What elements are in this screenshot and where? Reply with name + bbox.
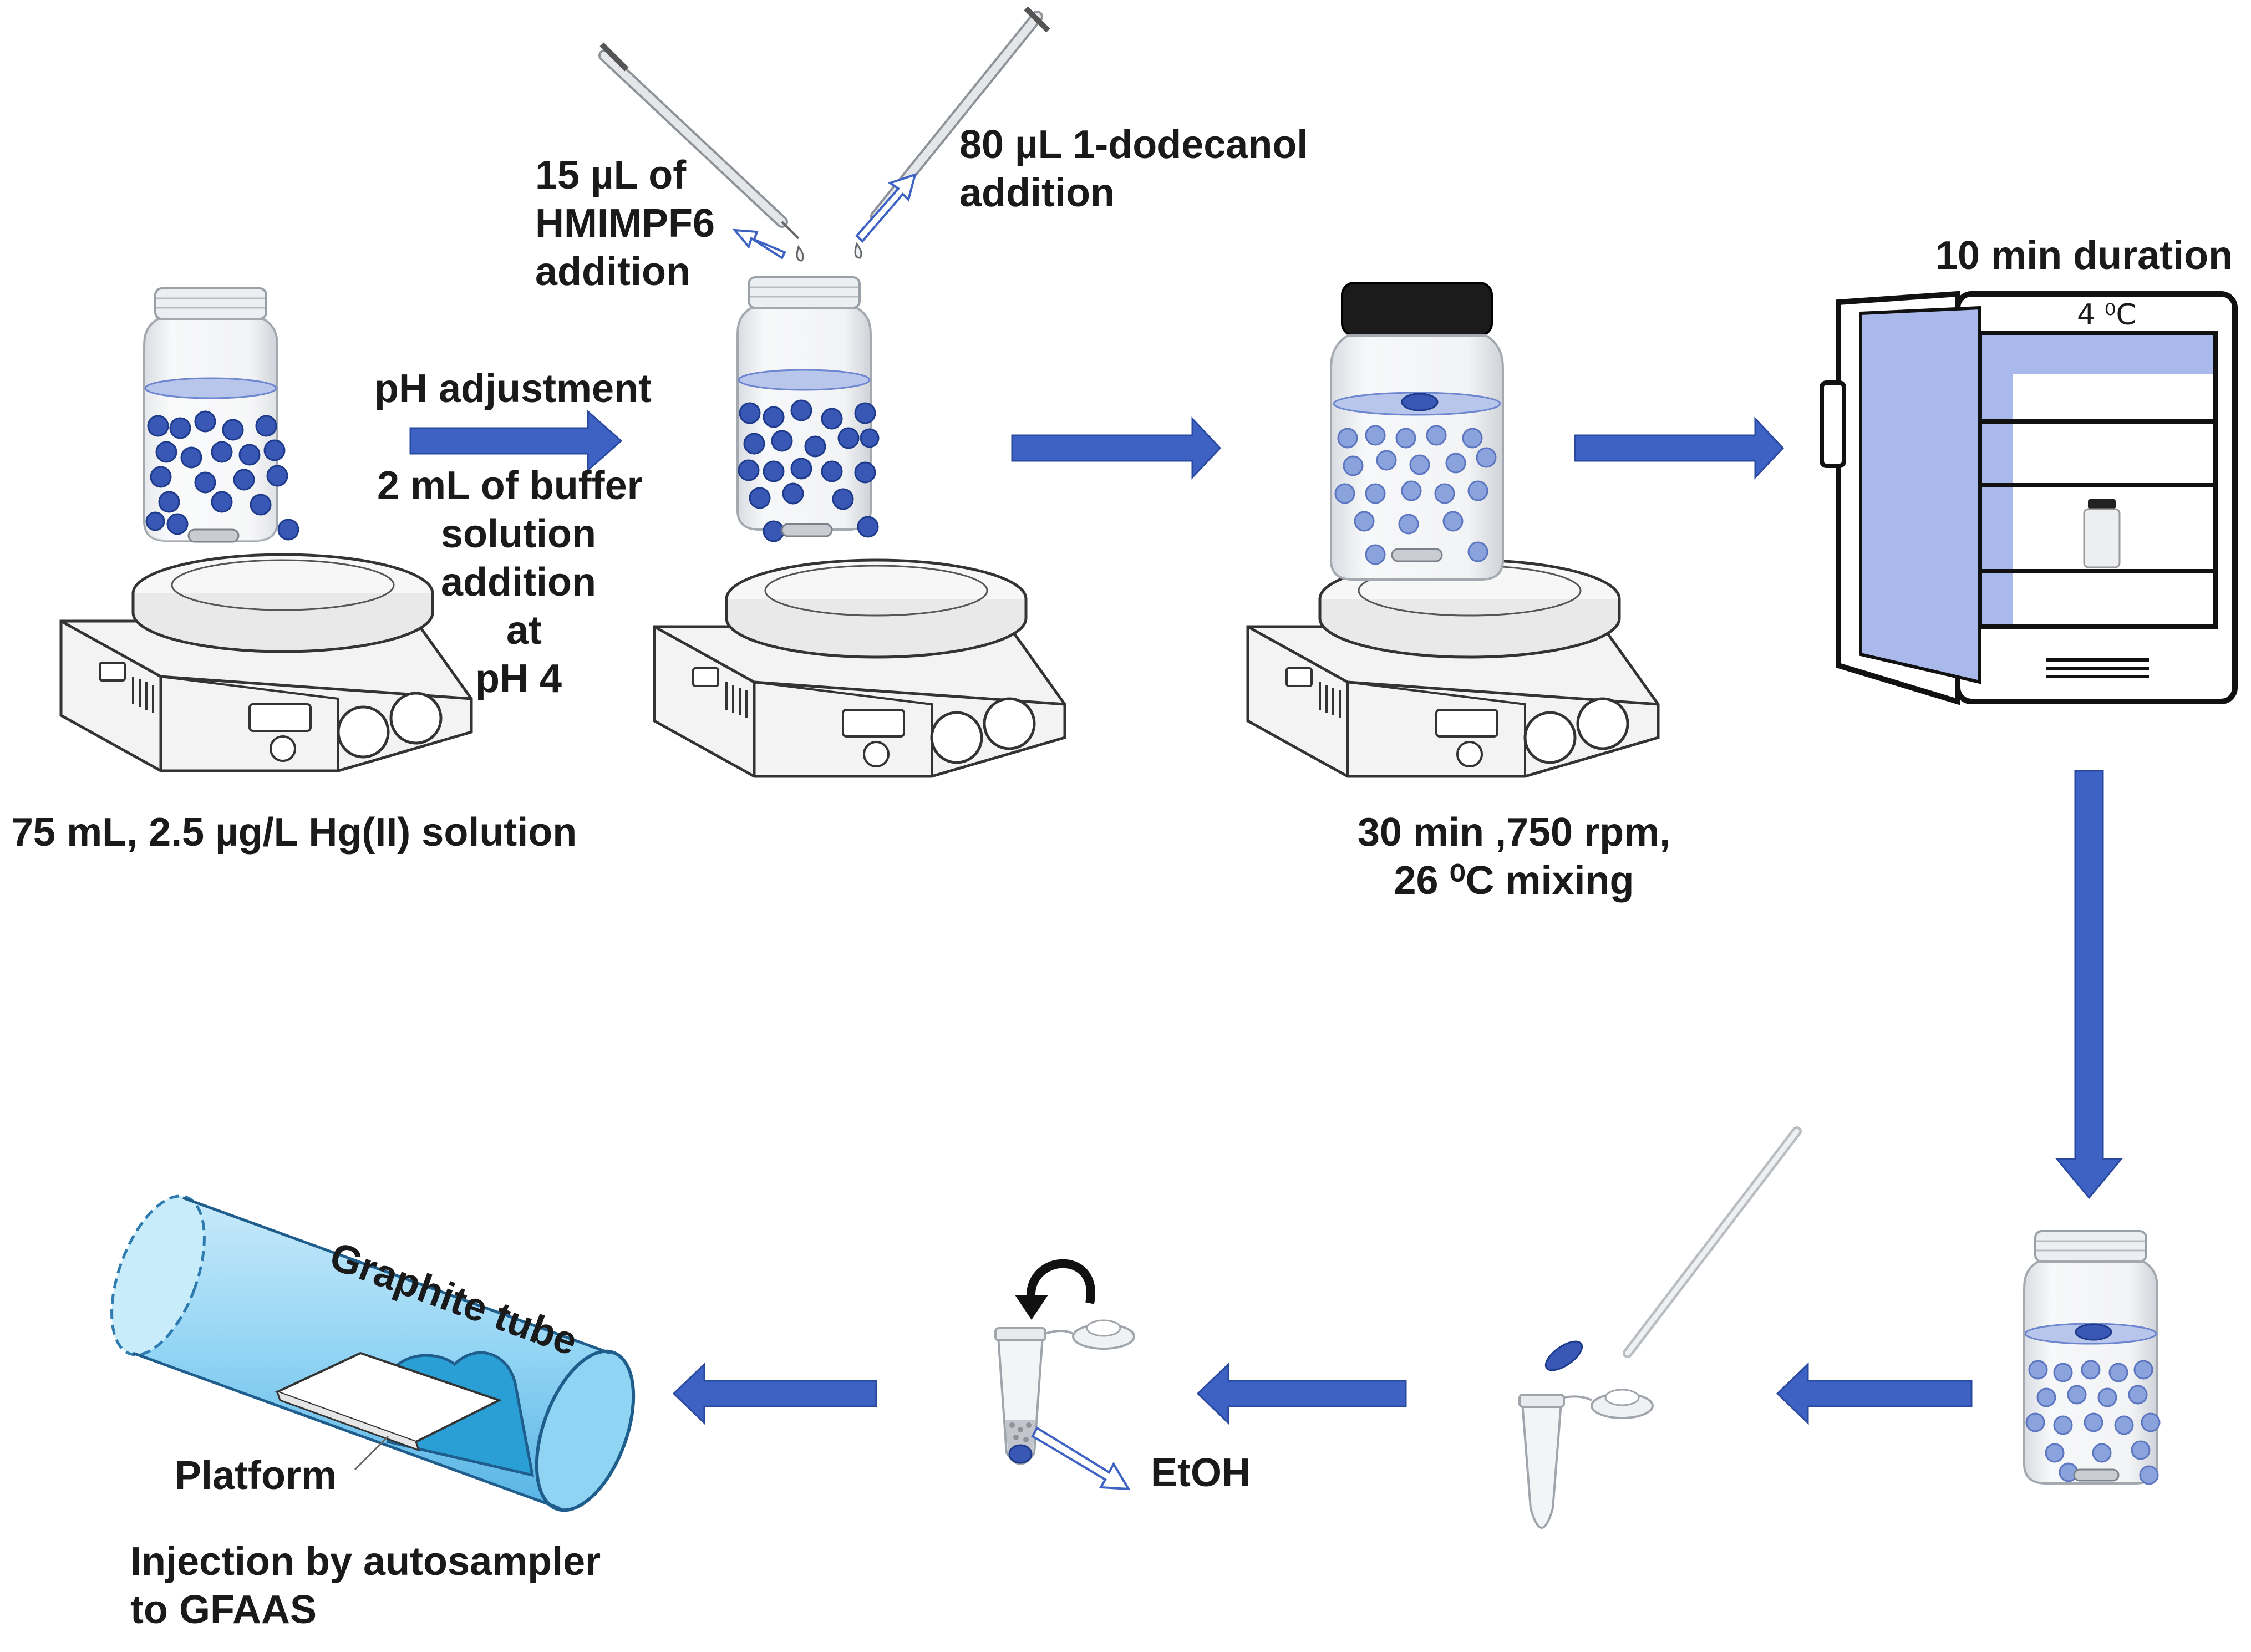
etoh-label: EtOH — [1151, 1451, 1251, 1495]
ph-adjustment-label: pH adjustment — [374, 367, 652, 411]
stir-bar-2 — [781, 523, 833, 537]
dodecanol-addition-arrow — [855, 172, 917, 243]
svg-text:solution: solution — [441, 512, 596, 556]
svg-text:HMIMPF6: HMIMPF6 — [535, 201, 715, 246]
svg-text:10 min duration: 10 min duration — [1935, 233, 2233, 278]
stir-bar-1 — [187, 528, 240, 543]
svg-text:2 mL of buffer: 2 mL of buffer — [377, 464, 643, 508]
jar-3-particles — [1334, 425, 1497, 565]
buffer-label: 2 mL of buffer solution addition at pH 4 — [377, 464, 643, 701]
flow-arrow-left-2 — [1196, 1362, 1407, 1425]
stirrer-3 — [1248, 282, 1658, 776]
svg-text:addition: addition — [441, 560, 596, 604]
mixing-label: 30 min ,750 rpm, 26 ⁰C mixing — [1358, 810, 1670, 903]
spatula-and-microtube — [1518, 1126, 1802, 1529]
svg-text:addition: addition — [535, 250, 690, 294]
stir-bar-3 — [1391, 548, 1443, 562]
refrigerator: 10 min duration 4 ⁰C — [1820, 233, 2238, 705]
microtube-ethanol — [994, 1259, 1135, 1491]
flow-arrow-1 — [409, 409, 623, 472]
dodecanol-label: 80 µL 1-dodecanol addition — [959, 123, 1308, 215]
initial-solution-label: 75 mL, 2.5 µg/L Hg(II) solution — [11, 810, 577, 855]
fridge-temperature: 4 ⁰C — [2077, 298, 2136, 332]
hmimpf6-addition-arrow — [732, 228, 786, 260]
flow-arrow-2 — [1011, 416, 1222, 480]
jar-4-particles — [2025, 1360, 2161, 1485]
injection-label: Injection by autosampler to GFAAS — [130, 1539, 601, 1632]
flow-arrow-left-3 — [672, 1362, 877, 1425]
svg-text:15 µL of: 15 µL of — [535, 153, 687, 197]
jar-2-particles — [738, 399, 880, 542]
syringe-left — [598, 42, 804, 262]
jar-after-cooling — [2023, 1230, 2161, 1485]
small-jar-in-fridge — [2083, 499, 2121, 568]
svg-text:addition: addition — [959, 171, 1115, 215]
rotate-arrow-icon — [1026, 1259, 1095, 1304]
flow-arrow-3 — [1574, 416, 1785, 480]
svg-text:30 min ,750 rpm,: 30 min ,750 rpm, — [1358, 810, 1670, 855]
svg-text:80 µL 1-dodecanol: 80 µL 1-dodecanol — [959, 123, 1308, 167]
platform-label: Platform — [175, 1453, 337, 1498]
stirrer-2 — [654, 276, 1065, 776]
svg-text:to GFAAS: to GFAAS — [130, 1588, 317, 1632]
svg-text:Injection by autosampler: Injection by autosampler — [130, 1539, 601, 1584]
etoh-arrow — [1031, 1426, 1131, 1491]
svg-text:at: at — [506, 608, 542, 653]
jar-cap — [1341, 282, 1493, 337]
flow-arrow-left-1 — [1776, 1362, 1973, 1425]
svg-text:26 ⁰C mixing: 26 ⁰C mixing — [1394, 858, 1634, 903]
stirrer-1 — [61, 287, 471, 771]
jar-1-particles — [145, 410, 299, 541]
svg-text:pH 4: pH 4 — [475, 657, 562, 701]
flow-arrow-down — [2055, 770, 2123, 1199]
hmimpf6-label: 15 µL of HMIMPF6 addition — [535, 153, 715, 294]
graphite-tube — [110, 1194, 636, 1512]
